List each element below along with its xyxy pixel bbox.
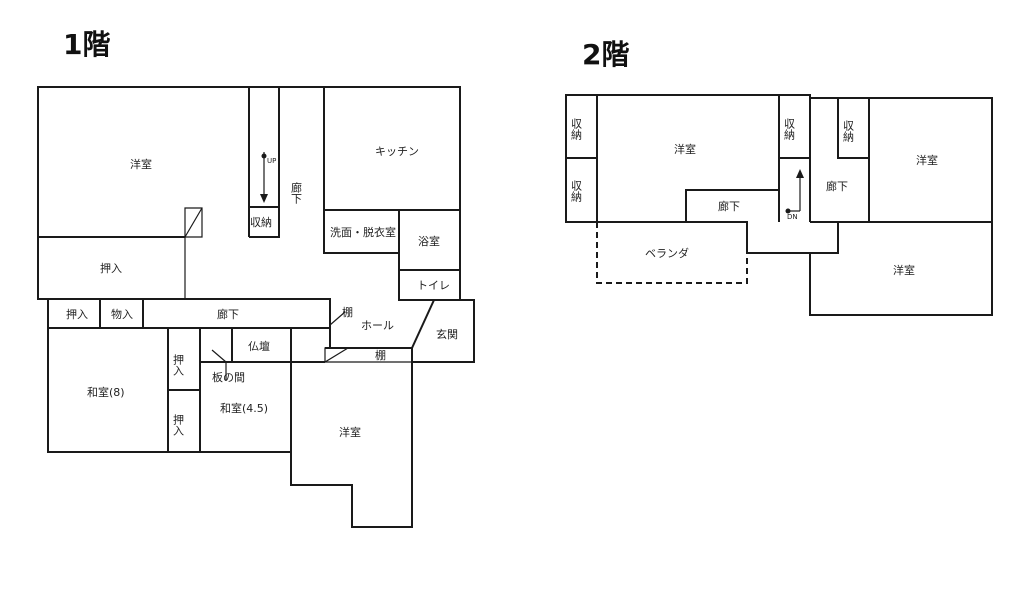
floor2-title: 2階 — [582, 38, 629, 71]
f1-washitsu-45-label: 和室(4.5) — [220, 401, 268, 415]
f1-closet-left-label: 押入 — [100, 261, 122, 275]
f1-corridor-horizontal-label: 廊下 — [217, 307, 239, 321]
f2-western-bottom-label: 洋室 — [893, 263, 915, 277]
stair-dn-mark: DN — [787, 213, 798, 221]
f2-storage-mid-label: 収納 — [783, 118, 796, 141]
f1-kitchen-label: キッチン — [375, 145, 419, 158]
floor1-plan: UP — [37, 86, 475, 528]
f1-board-room-label: 板の間 — [212, 370, 245, 384]
f1-corridor-vertical-label: 廊下 — [290, 181, 303, 205]
f2-storage-l2-label: 収納 — [570, 180, 583, 203]
f1-washroom-label: 洗面・脱衣室 — [330, 225, 396, 239]
f1-toilet-label: トイレ — [417, 279, 450, 292]
f2-storage-l1-label: 収納 — [570, 118, 583, 141]
f1-closet-b-label: 押入 — [172, 353, 185, 376]
f1-closet-a-label: 押入 — [66, 307, 88, 321]
f1-entrance-label: 玄関 — [436, 327, 458, 341]
f1-altar-label: 仏壇 — [248, 339, 270, 353]
f1-bathroom-label: 浴室 — [418, 234, 440, 248]
f1-western-bottom-label: 洋室 — [339, 425, 361, 439]
f2-western-right-label: 洋室 — [916, 153, 938, 167]
f1-storage-small-label: 収納 — [250, 216, 272, 229]
f1-closet-c-label: 押入 — [172, 413, 185, 436]
f1-washitsu-8-label: 和室(8) — [87, 385, 125, 399]
floor1-title: 1階 — [63, 28, 110, 61]
f1-storage-room-label: 物入 — [111, 307, 133, 321]
f2-storage-right-label: 収納 — [842, 120, 855, 143]
f2-corridor-small-label: 廊下 — [718, 199, 740, 213]
f1-hall-label: ホール — [361, 319, 394, 332]
stair-up-mark: UP — [267, 157, 276, 165]
f2-veranda-label: ベランダ — [645, 246, 689, 260]
floor2-plan: DN 収納 収納 洋室 廊下 収納 収納 廊下 洋室 ベランダ 洋室 — [565, 94, 993, 316]
f2-corridor-vertical-label: 廊下 — [826, 179, 848, 193]
f2-western-main-label: 洋室 — [674, 142, 696, 156]
f1-shelf-bottom-label: 棚 — [375, 348, 386, 362]
f1-western-top-label: 洋室 — [130, 157, 152, 171]
f1-shelf-top-label: 棚 — [342, 305, 353, 319]
